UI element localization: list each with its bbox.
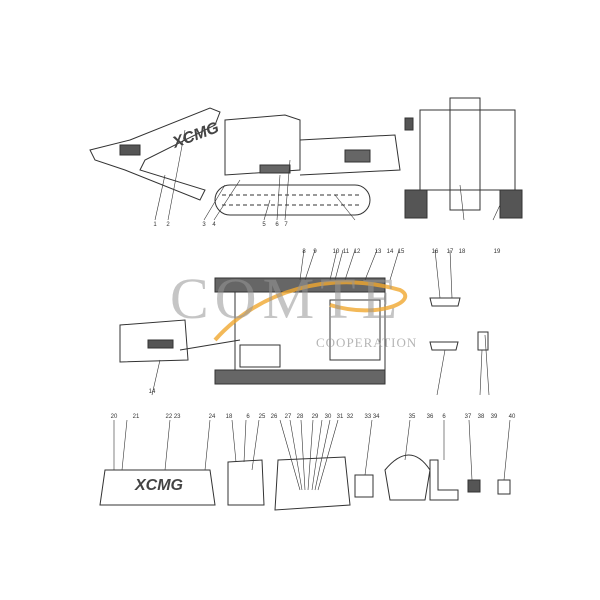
callout: 6 <box>246 414 250 420</box>
callout: 19 <box>493 249 501 255</box>
callout: 21 <box>132 414 140 420</box>
callout: 6 <box>275 222 279 228</box>
callout: 40 <box>508 414 516 420</box>
callout: 26 <box>270 414 278 420</box>
callout: 14 <box>148 389 156 395</box>
counterweight-drawing <box>119 319 189 363</box>
small-parts-drawing <box>429 297 489 351</box>
callout: 36 <box>426 414 434 420</box>
callout: 29 <box>311 414 319 420</box>
watermark-swoosh <box>213 280 408 342</box>
callout: 4 <box>212 222 216 228</box>
callout: 11 <box>342 249 350 255</box>
bottom-decals-drawing <box>99 454 511 511</box>
callout: 25 <box>258 414 266 420</box>
callout: 10 <box>332 249 340 255</box>
boom-drawing <box>89 107 221 201</box>
leader-lines <box>113 129 511 491</box>
callout: 20 <box>110 414 118 420</box>
callout: 24 <box>208 414 216 420</box>
callout: 33 34 <box>364 414 380 420</box>
callout: 31 <box>336 414 344 420</box>
callout: 3 <box>202 222 206 228</box>
callout: 18 <box>225 414 233 420</box>
callout: 35 <box>408 414 416 420</box>
callout: 38 <box>477 414 485 420</box>
callout: 9 <box>313 249 317 255</box>
callout: 2 <box>166 222 170 228</box>
callout: 15 <box>397 249 405 255</box>
callout: 8 <box>302 249 306 255</box>
callout: 39 <box>490 414 498 420</box>
callout: 17 <box>446 249 454 255</box>
excavator-side-drawing <box>214 114 401 216</box>
callout: 6 <box>442 414 446 420</box>
callout: 18 <box>458 249 466 255</box>
callout: 37 <box>464 414 472 420</box>
excavator-front-drawing <box>404 97 523 219</box>
counterweight-xcmg-logo: XCMG <box>135 477 183 494</box>
watermark-sub: COOPERATION <box>316 335 418 350</box>
callout: 12 <box>353 249 361 255</box>
callout: 7 <box>284 222 288 228</box>
callout: 13 <box>374 249 382 255</box>
callout: 27 <box>284 414 292 420</box>
callout: 1 <box>153 222 157 228</box>
callout: 22 23 <box>165 414 181 420</box>
callout: 5 <box>262 222 266 228</box>
callout: 14 <box>386 249 394 255</box>
callout: 32 <box>346 414 354 420</box>
watermark-main: COMTE <box>170 266 403 331</box>
callout: 16 <box>431 249 439 255</box>
callout: 28 <box>296 414 304 420</box>
callout: 30 <box>324 414 332 420</box>
